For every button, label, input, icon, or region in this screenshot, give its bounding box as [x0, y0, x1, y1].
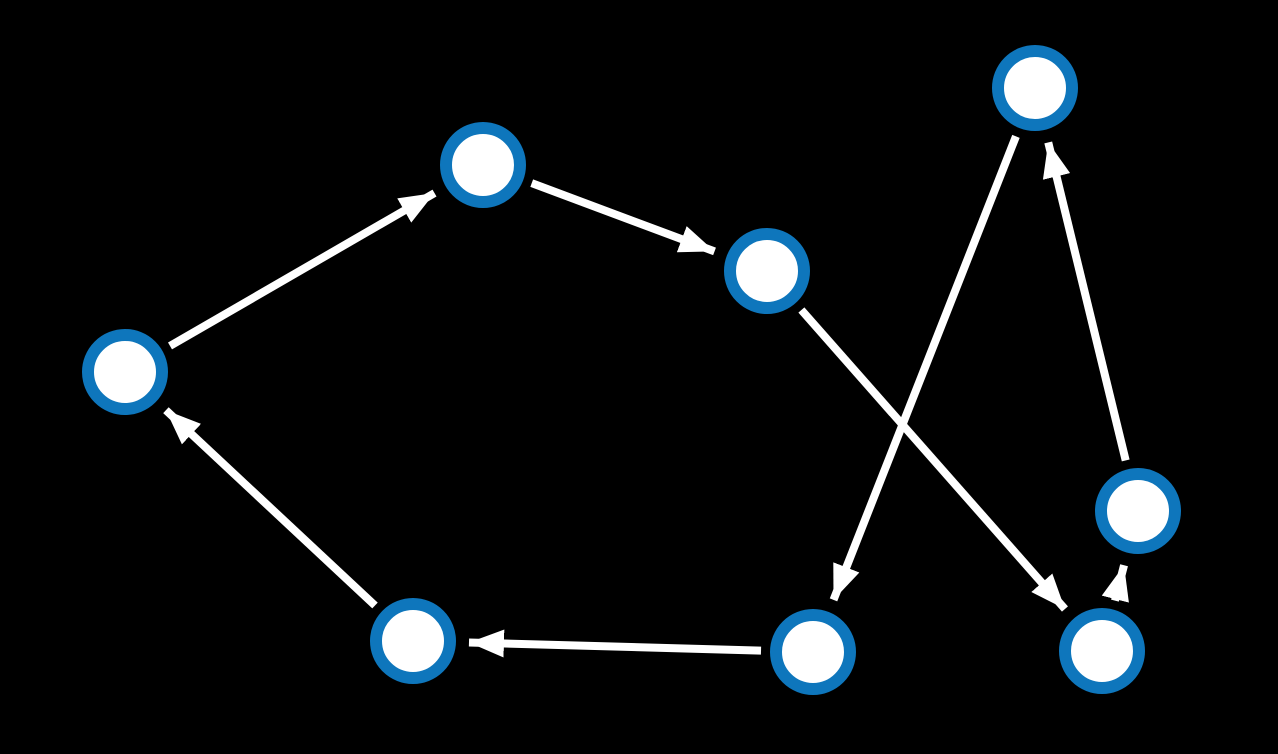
- graph-edge-bottom-left-to-left: [163, 407, 378, 609]
- graph-edge-mid-center-to-bottom-right: [798, 307, 1068, 612]
- graph-edge-left-to-top-center: [168, 189, 437, 350]
- graph-node-top-right: [992, 45, 1078, 131]
- graph-edge-top-right-to-bottom-center: [829, 134, 1020, 602]
- graph-nodes: [82, 45, 1181, 695]
- graph-edge-bottom-center-to-bottom-left: [468, 629, 762, 658]
- graph-node-mid-center: [724, 228, 810, 314]
- graph-node-bottom-left: [370, 598, 456, 684]
- graph-node-bottom-right: [1059, 608, 1145, 694]
- graph-edge-right-to-top-right: [1042, 141, 1130, 462]
- graph-edge-bottom-right-to-right: [1101, 564, 1129, 603]
- graph-node-right: [1095, 468, 1181, 554]
- graph-node-left: [82, 329, 168, 415]
- graph-node-top-center: [440, 122, 526, 208]
- graph-node-bottom-center: [770, 609, 856, 695]
- graph-edges: [163, 134, 1130, 658]
- graph-edge-top-center-to-mid-center: [530, 179, 716, 256]
